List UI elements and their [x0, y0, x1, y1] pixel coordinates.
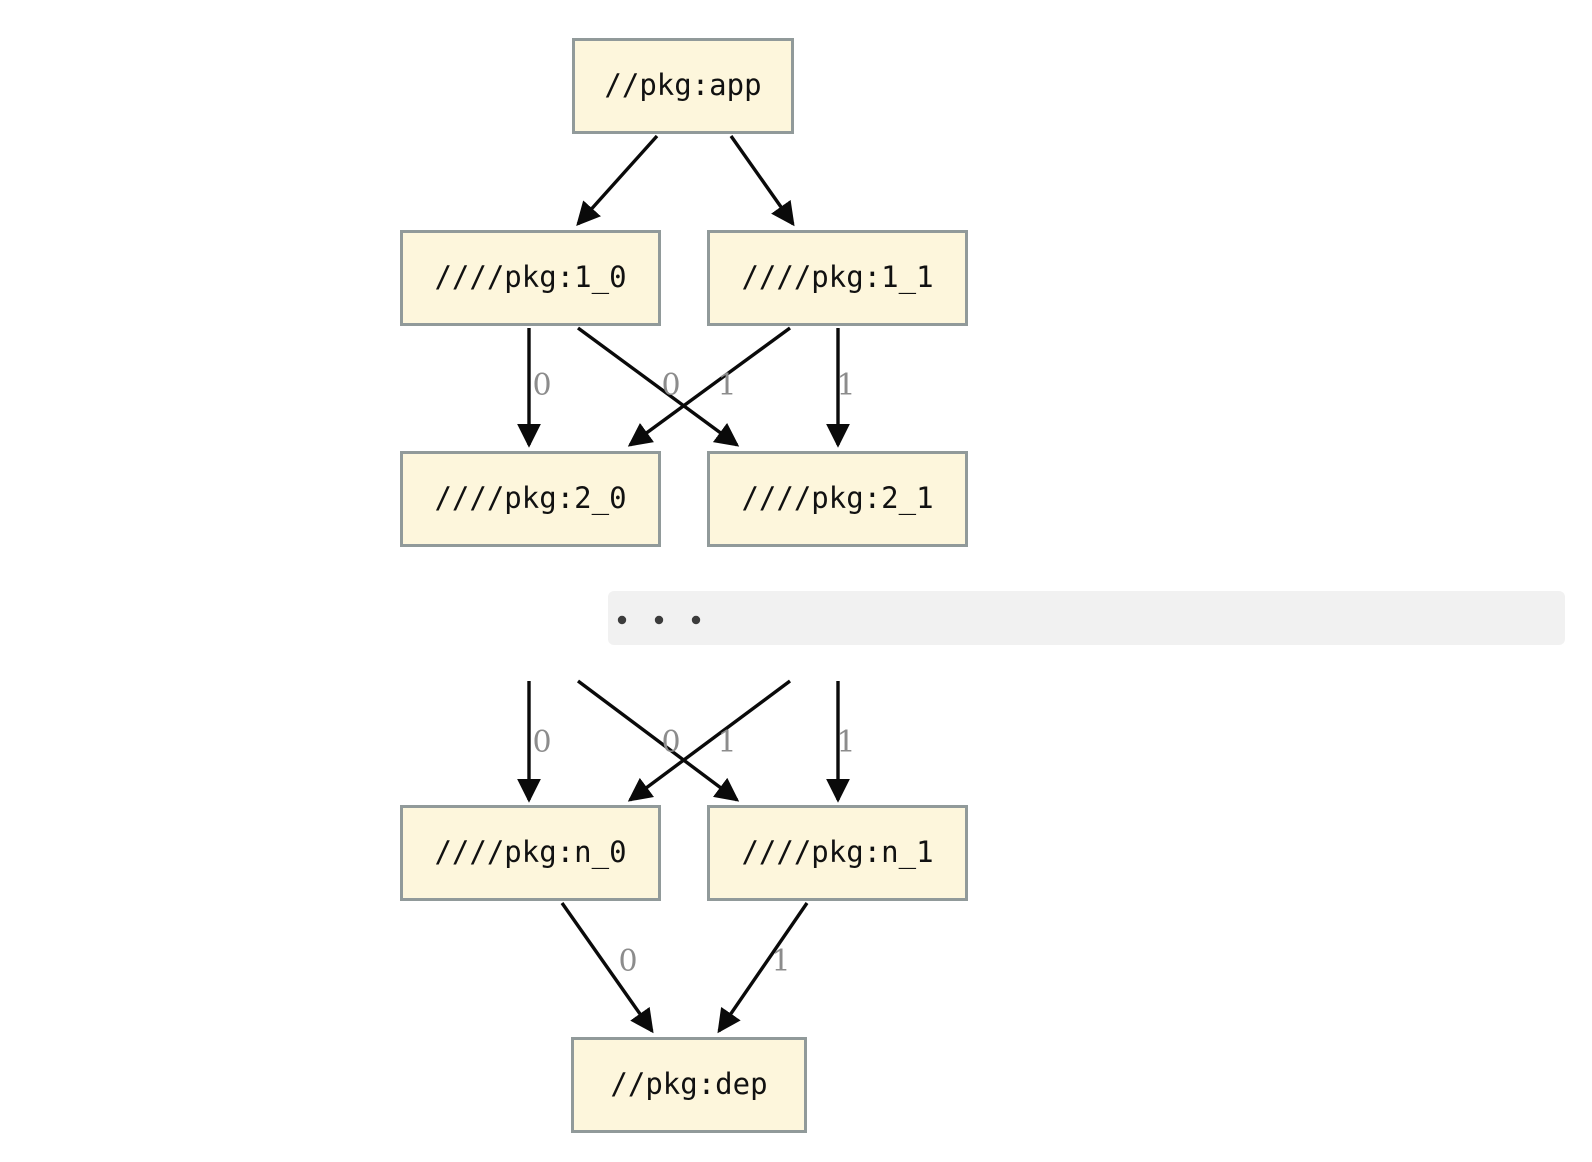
graph-edge[interactable]	[627, 326, 792, 447]
edge-label: 0	[532, 725, 551, 760]
node-label: ////pkg:2_0	[434, 481, 626, 516]
edge-label: 1	[836, 725, 855, 760]
node-label: //pkg:dep	[610, 1067, 767, 1101]
node-box[interactable]	[572, 38, 794, 134]
node-box[interactable]	[400, 805, 661, 901]
node-box[interactable]	[707, 451, 968, 547]
edge-label: 1	[771, 944, 790, 979]
node-label: ////pkg:n_1	[741, 835, 933, 870]
graph-edge[interactable]	[576, 679, 740, 802]
graph-edge[interactable]	[576, 134, 659, 227]
nodes-layer: //pkg:app ////pkg:1_0 ////pkg:1_1 ////pkg:2…	[400, 38, 968, 1133]
ellipsis-dot	[617, 615, 627, 625]
graph-edge[interactable]	[560, 902, 654, 1034]
graph-node-ln_0[interactable]: ////pkg:n_0	[400, 805, 661, 901]
node-label: //pkg:app	[604, 68, 761, 102]
collapsed-band	[608, 591, 1565, 645]
ellipsis-dot	[654, 615, 664, 625]
edge-label: 0	[532, 368, 551, 403]
edge-label: 0	[618, 944, 637, 979]
edge-label: 0	[661, 368, 680, 403]
node-box[interactable]	[400, 451, 661, 547]
edge-label: 0	[661, 725, 680, 760]
edge-label: 1	[717, 368, 736, 403]
node-box[interactable]	[707, 805, 968, 901]
graph-node-l2_0[interactable]: ////pkg:2_0	[400, 451, 661, 547]
node-box[interactable]	[571, 1037, 807, 1133]
node-label: ////pkg:1_0	[434, 260, 626, 295]
node-label: ////pkg:1_1	[741, 260, 933, 295]
graph-edge[interactable]	[576, 326, 740, 447]
graph-node-l2_1[interactable]: ////pkg:2_1	[707, 451, 968, 547]
graph-edge[interactable]	[729, 135, 795, 227]
graph-node-app[interactable]: //pkg:app	[572, 38, 794, 134]
graph-node-ln_1[interactable]: ////pkg:n_1	[707, 805, 968, 901]
edge-labels-layer: 0 0 1 1 0 0 1 1 0 1	[532, 368, 855, 979]
graph-node-l1_0[interactable]: ////pkg:1_0	[400, 230, 661, 326]
edges-layer	[517, 134, 850, 1034]
edge-label: 1	[836, 368, 855, 403]
graph-node-l1_1[interactable]: ////pkg:1_1	[707, 230, 968, 326]
graph-node-dep[interactable]: //pkg:dep	[571, 1037, 807, 1133]
collapsed-levels-indicator	[608, 591, 1565, 645]
node-label: ////pkg:2_1	[741, 481, 933, 516]
node-box[interactable]	[707, 230, 968, 326]
graph-edge[interactable]	[717, 902, 809, 1034]
ellipsis-dot	[691, 615, 701, 625]
node-box[interactable]	[400, 230, 661, 326]
node-label: ////pkg:n_0	[434, 835, 626, 870]
edge-label: 1	[717, 725, 736, 760]
graph-edge[interactable]	[627, 679, 792, 802]
